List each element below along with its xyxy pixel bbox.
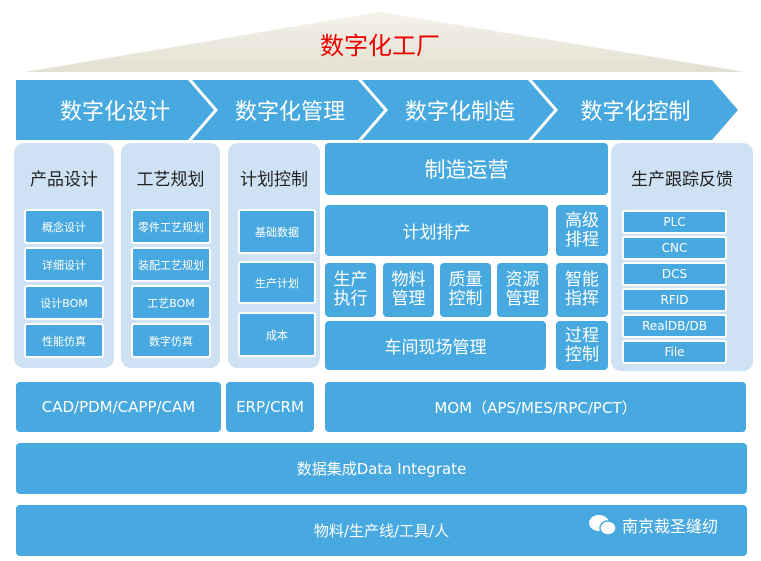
process-control-box: 过程控制 [556,321,608,370]
panel-product-design: 产品设计 概念设计 详细设计 设计BOM 性能仿真 [14,143,114,368]
stage-arrow [532,80,738,140]
panel-title: 生产跟踪反馈 [631,170,733,190]
module-box: 质量控制 [440,263,491,317]
item: 基础数据 [238,209,316,254]
shopfloor-box: 车间现场管理 [325,321,546,370]
panel-process-planning: 工艺规划 零件工艺规划 装配工艺规划 工艺BOM 数字仿真 [121,143,220,368]
item: 数字仿真 [131,323,211,358]
item: RealDB/DB [622,314,727,338]
panel-title: 工艺规划 [136,170,205,190]
system-box: CAD/PDM/CAPP/CAM [16,382,221,432]
stage-label: 数字化管理 [234,100,345,125]
schedule-box: 计划排产 [325,205,548,256]
item: 生产计划 [238,261,316,304]
item: 详细设计 [24,247,104,282]
item: DCS [622,262,727,286]
item: 概念设计 [24,209,104,244]
stage-arrow [362,80,554,140]
panel-tracking: 生产跟踪反馈 PLC CNC DCS RFID RealDB/DB File [611,143,753,371]
module-box: 资源管理 [497,263,548,317]
integration-bar: 数据集成Data Integrate [16,443,747,494]
resources-bar: 物料/生产线/工具/人 [16,505,747,556]
panel-title: 产品设计 [30,170,98,190]
advanced-scheduling-box: 高级排程 [556,205,608,256]
item: CNC [622,236,727,260]
system-box: ERP/CRM [226,382,314,432]
manufacturing-ops-header: 制造运营 [325,143,608,195]
item: 工艺BOM [131,285,211,320]
item: RFID [622,288,727,312]
item: 零件工艺规划 [131,209,211,244]
roof [25,12,745,72]
stage-label: 数字化控制 [580,100,691,125]
panel-title: 计划控制 [240,170,308,190]
module-box: 生产执行 [325,263,376,317]
command-box: 智能指挥 [556,263,608,317]
watermark-text: 南京裁圣缝纫 [622,517,719,536]
item: 性能仿真 [24,323,104,358]
watermark: 南京裁圣缝纫 [588,513,718,537]
stage-arrow [16,80,214,140]
item: PLC [622,210,727,234]
stage-label: 数字化设计 [59,100,170,125]
stage-label: 数字化制造 [404,100,515,125]
item: 装配工艺规划 [131,247,211,282]
item: 成本 [238,312,316,357]
stage-arrow [192,80,384,140]
wechat-icon [589,515,617,536]
item: File [622,340,727,364]
module-box: 物料管理 [383,263,434,317]
panel-plan-control: 计划控制 基础数据 生产计划 成本 [228,143,320,368]
system-box: MOM（APS/MES/RPC/PCT） [325,382,746,432]
roof-and-stages [16,12,745,140]
page-title: 数字化工厂 [320,32,440,60]
item: 设计BOM [24,285,104,320]
